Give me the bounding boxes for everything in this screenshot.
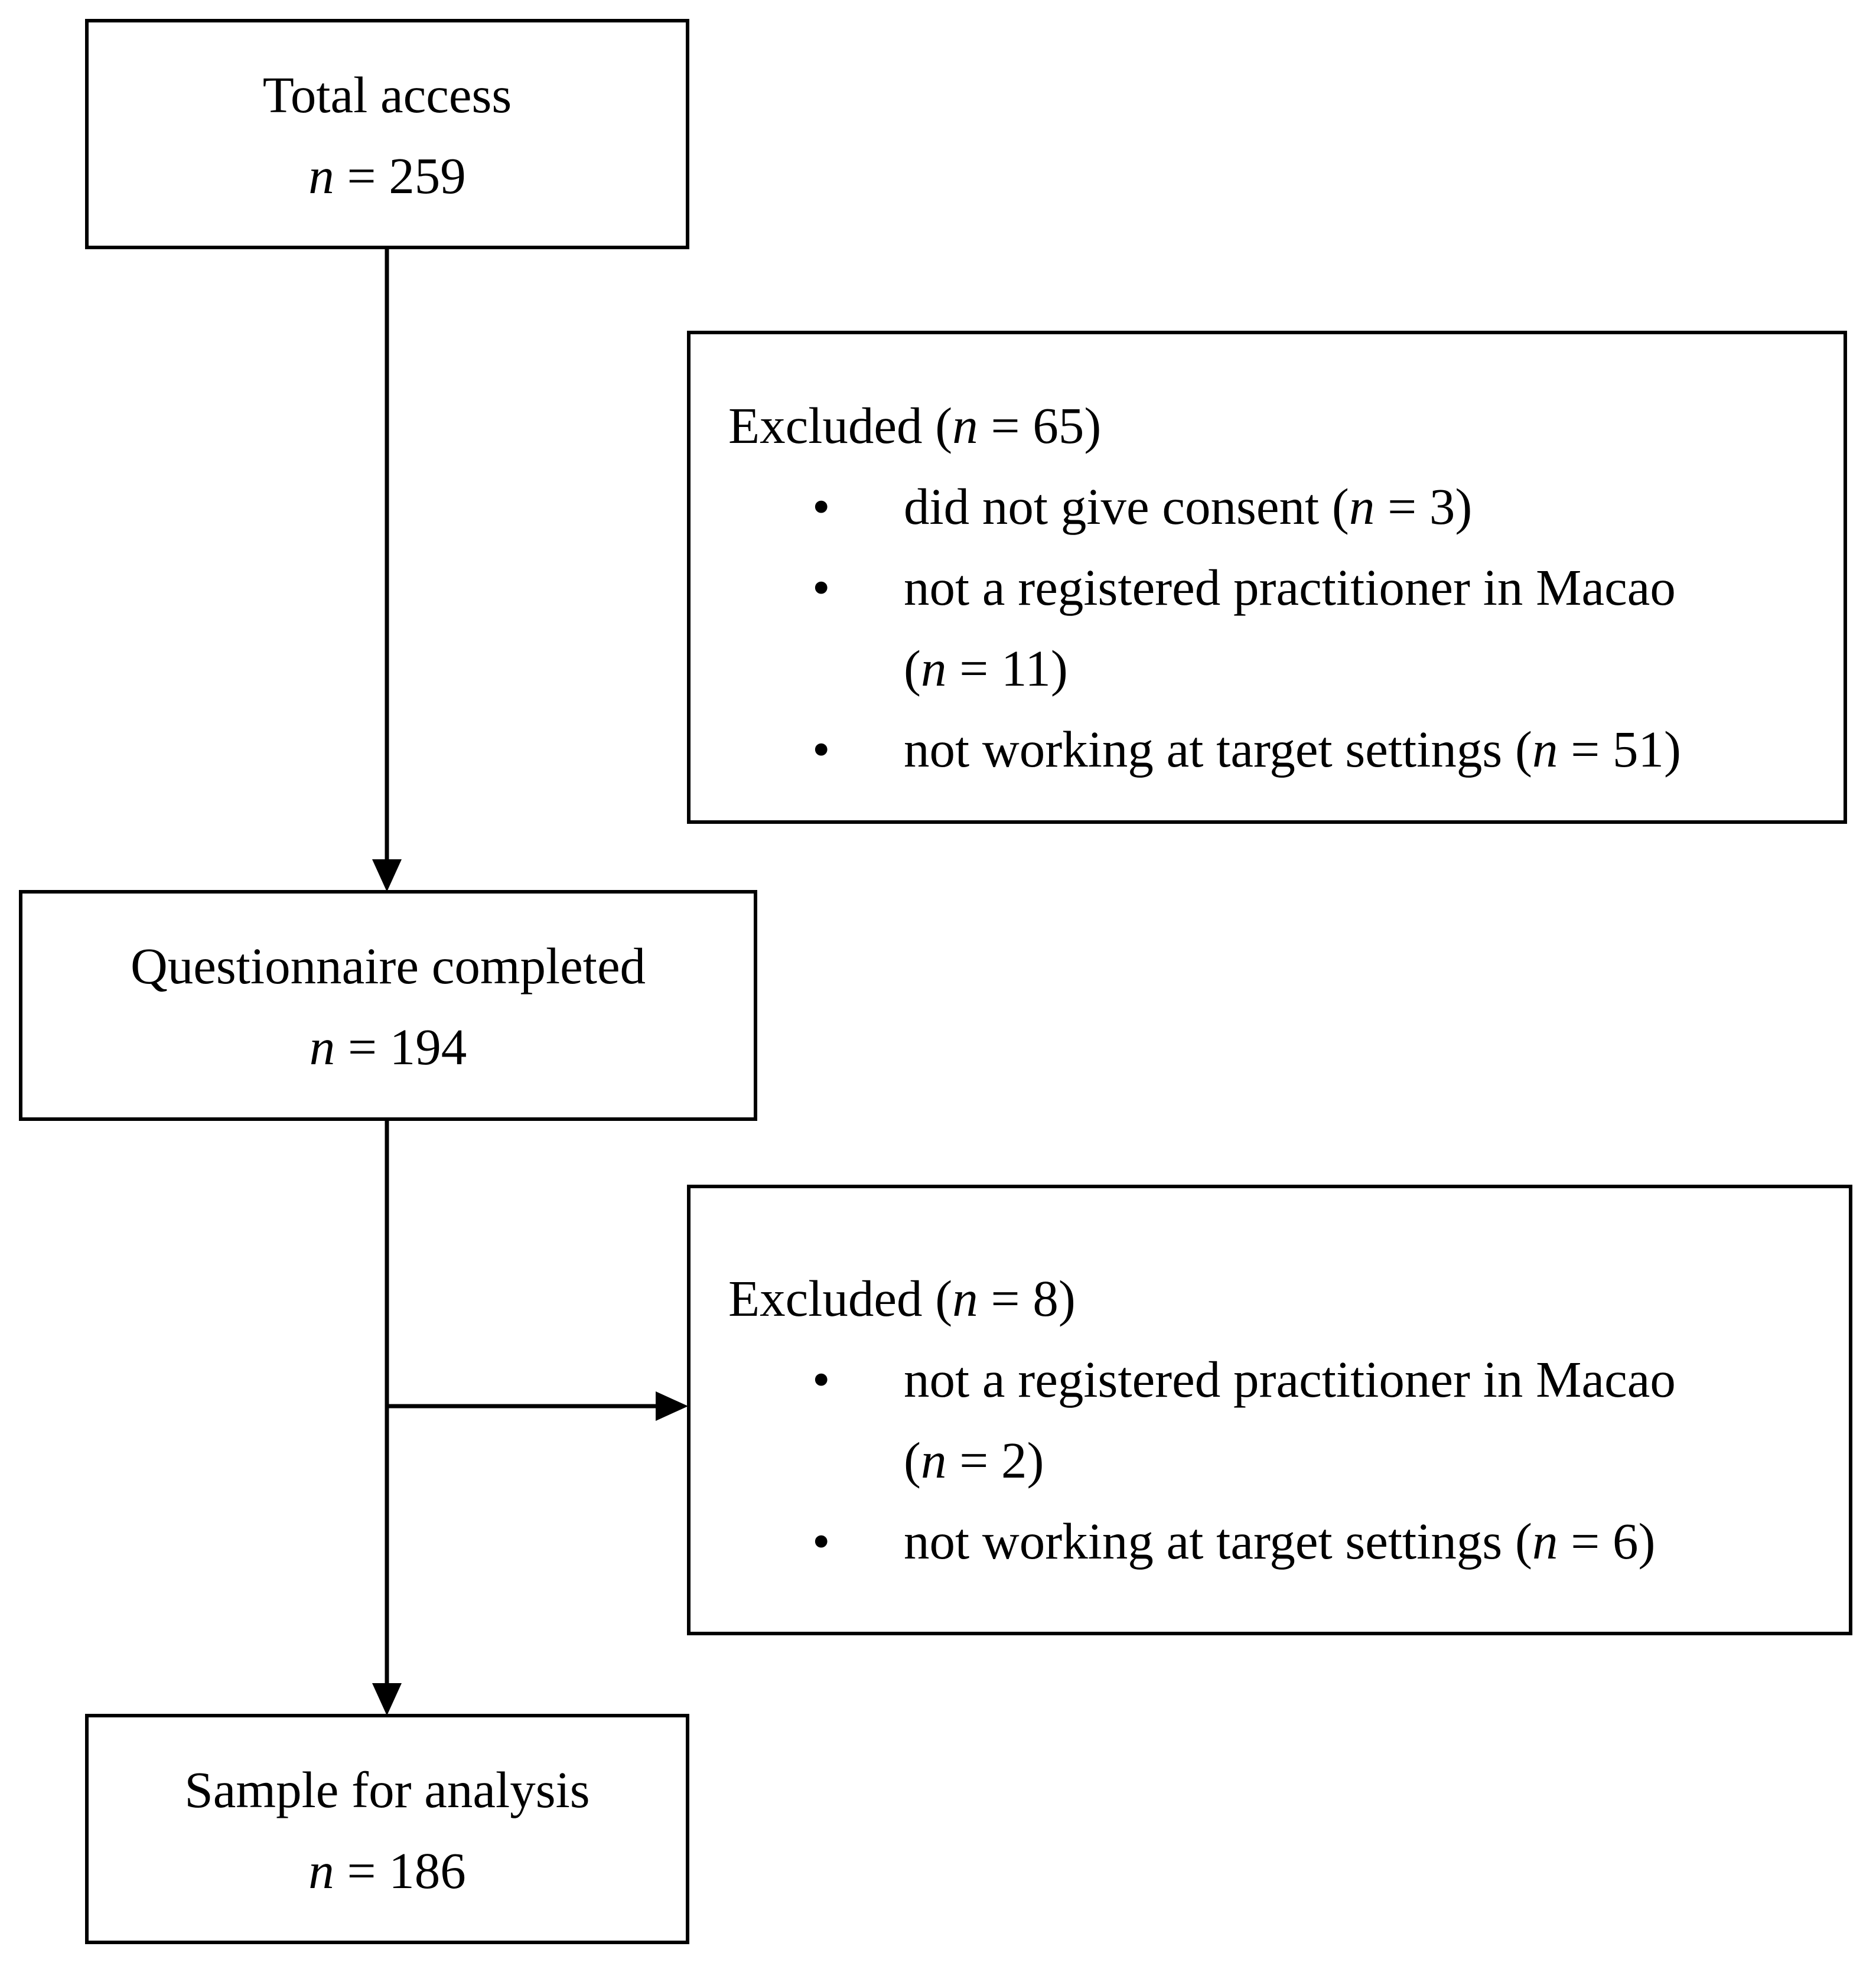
arrowhead-to-questionnaire [372, 859, 402, 892]
exclusion-2-heading: Excluded (n = 8) [728, 1270, 1076, 1327]
total-access-title: Total access [262, 66, 512, 123]
questionnaire-completed-count: n = 194 [309, 1018, 467, 1075]
total-access-count: n = 259 [308, 147, 466, 204]
bullet-icon: • [812, 1351, 830, 1408]
exclusion-1-heading: Excluded (n = 65) [728, 397, 1102, 454]
total-access-box: Total access n = 259 [85, 19, 689, 249]
sample-for-analysis-count: n = 186 [308, 1842, 466, 1899]
exclusion-1-reason-consent: • did not give consent (n = 3) [691, 466, 1844, 547]
arrowhead-to-sample [372, 1683, 402, 1716]
exclusion-2-reason-not-registered: • not a registered practitioner in Macao… [691, 1339, 1849, 1501]
questionnaire-completed-box: Questionnaire completed n = 194 [19, 890, 757, 1121]
exclusion-2-reason-not-target-settings: • not working at target settings (n = 6) [691, 1501, 1849, 1582]
bullet-icon: • [812, 720, 830, 778]
exclusion-1-reasons: • did not give consent (n = 3) • not a r… [691, 466, 1844, 790]
exclusion-box-1: Excluded (n = 65) • did not give consent… [687, 331, 1847, 824]
exclusion-box-2: Excluded (n = 8) • not a registered prac… [687, 1185, 1852, 1635]
questionnaire-completed-title: Questionnaire completed [130, 937, 646, 995]
bullet-icon: • [812, 478, 830, 535]
bullet-icon: • [812, 1512, 830, 1570]
sample-for-analysis-box: Sample for analysis n = 186 [85, 1714, 689, 1944]
exclusion-1-reason-not-registered: • not a registered practitioner in Macao… [691, 547, 1844, 709]
arrowhead-to-exclusion-2 [656, 1391, 688, 1421]
exclusion-2-reasons: • not a registered practitioner in Macao… [691, 1339, 1849, 1582]
sample-for-analysis-title: Sample for analysis [184, 1761, 590, 1818]
exclusion-1-reason-not-target-settings: • not working at target settings (n = 51… [691, 709, 1844, 790]
bullet-icon: • [812, 559, 830, 616]
